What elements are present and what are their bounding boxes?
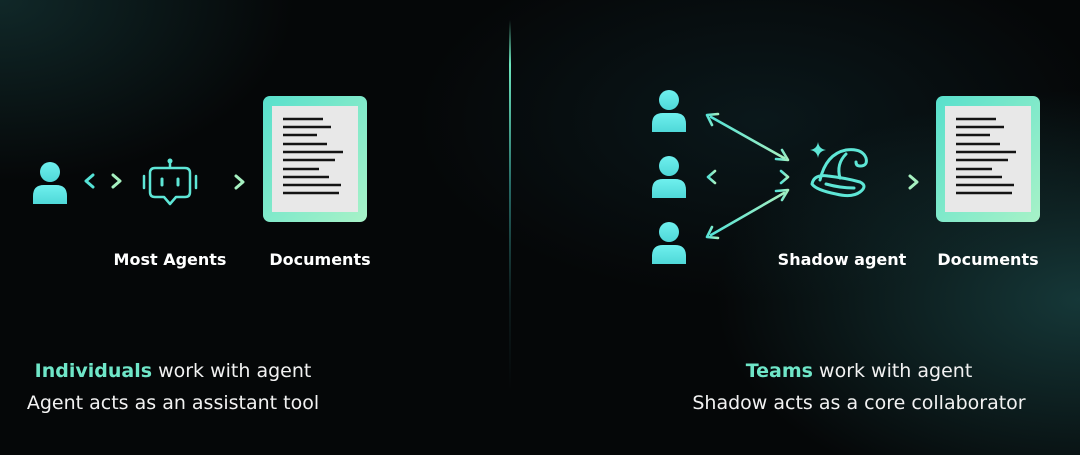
documents-label-left: Documents (269, 250, 371, 269)
right-caption-line1: Teams work with agent (746, 356, 973, 386)
most-agents-label: Most Agents (113, 250, 227, 269)
person-icon (649, 88, 689, 132)
document-icon (936, 96, 1040, 222)
section-divider (509, 20, 511, 390)
robot-agent-icon (141, 158, 199, 210)
arrow-right-icon (218, 173, 246, 191)
left-caption-line1: Individuals work with agent (35, 356, 312, 386)
wizard-hat-icon (806, 144, 872, 200)
documents-label-right: Documents (937, 250, 1039, 269)
right-caption-highlight: Teams (745, 360, 813, 382)
left-caption-line2: Agent acts as an assistant tool (26, 392, 320, 414)
person-icon (30, 160, 70, 204)
document-icon (263, 96, 367, 222)
person-icon (649, 220, 689, 264)
double-arrow-icon (84, 172, 122, 190)
left-caption-highlight: Individuals (34, 360, 153, 382)
right-caption-line2: Shadow acts as a core collaborator (692, 392, 1026, 414)
sparkle-icon (810, 142, 826, 158)
person-icon (649, 154, 689, 198)
left-caption-rest: work with agent (152, 360, 312, 382)
double-arrows-converging-icon (700, 105, 796, 245)
right-caption-rest: work with agent (812, 360, 973, 382)
arrow-right-icon (892, 173, 920, 191)
shadow-agent-label: Shadow agent (777, 250, 907, 269)
